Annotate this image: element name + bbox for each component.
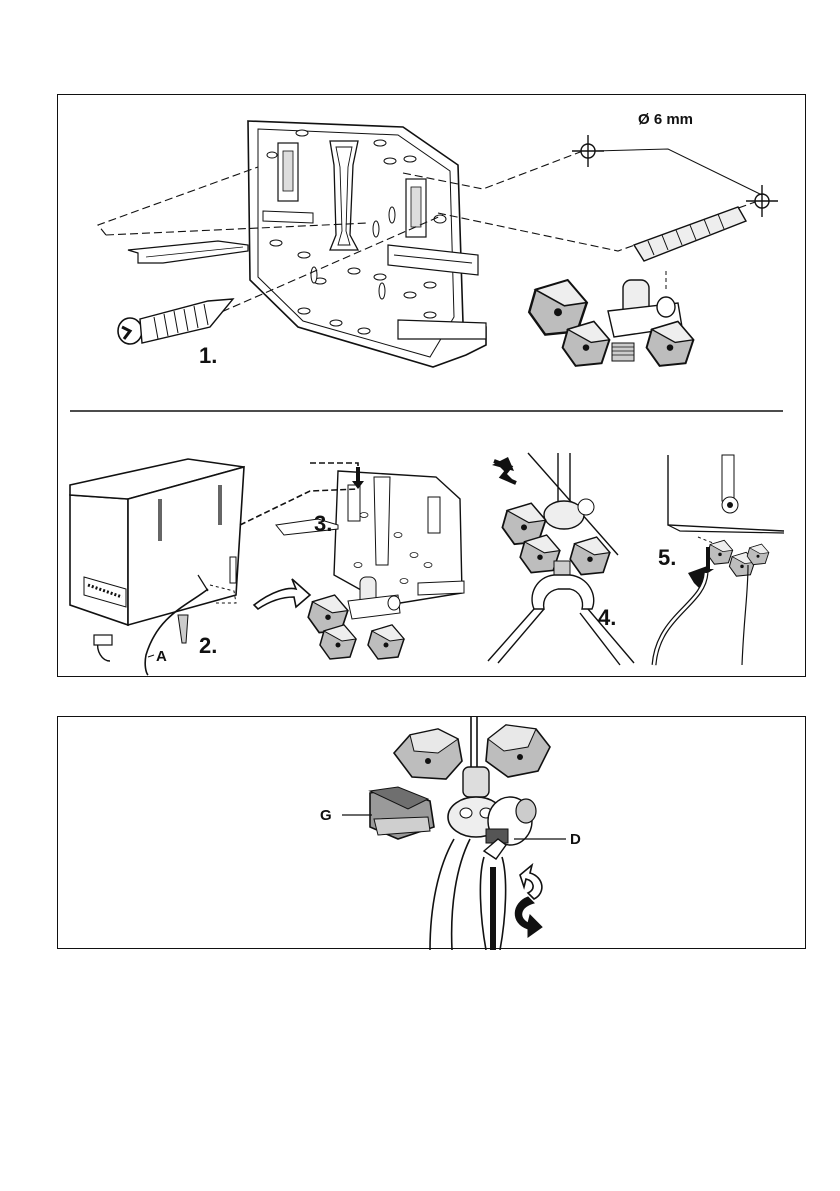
wall-plug bbox=[634, 207, 746, 291]
screwdriver bbox=[480, 839, 506, 950]
step-2-label: 2. bbox=[199, 633, 217, 659]
cable-label-a: A bbox=[156, 648, 167, 665]
curved-arrow-icon bbox=[254, 579, 310, 609]
label-d: D bbox=[570, 831, 581, 848]
rotate-arrow-icon bbox=[515, 865, 542, 937]
hoses bbox=[430, 839, 470, 950]
screw bbox=[118, 299, 233, 344]
hole-diameter-label: Ø 6 mm bbox=[638, 111, 693, 128]
dimension-leader bbox=[595, 149, 762, 195]
step-1-label: 1. bbox=[199, 343, 217, 369]
valve-detail-panel: G D bbox=[57, 716, 806, 949]
water-valve bbox=[529, 280, 693, 366]
valve-detail-illustration bbox=[58, 717, 807, 950]
pipe bbox=[471, 717, 477, 767]
installation-illustration bbox=[58, 95, 807, 678]
step-5-label: 5. bbox=[658, 545, 676, 571]
step-3-label: 3. bbox=[314, 511, 332, 537]
label-g: G bbox=[320, 807, 332, 824]
drill-hole-markers bbox=[572, 135, 778, 217]
appliance-unit bbox=[70, 459, 244, 675]
valve-body bbox=[448, 767, 536, 845]
installation-steps-panel: Ø 6 mm 1. 2. 3. 4. 5. A bbox=[57, 94, 806, 677]
step-4-label: 4. bbox=[598, 605, 616, 631]
mounting-plate-small bbox=[240, 463, 464, 605]
wrench-step bbox=[488, 453, 634, 665]
